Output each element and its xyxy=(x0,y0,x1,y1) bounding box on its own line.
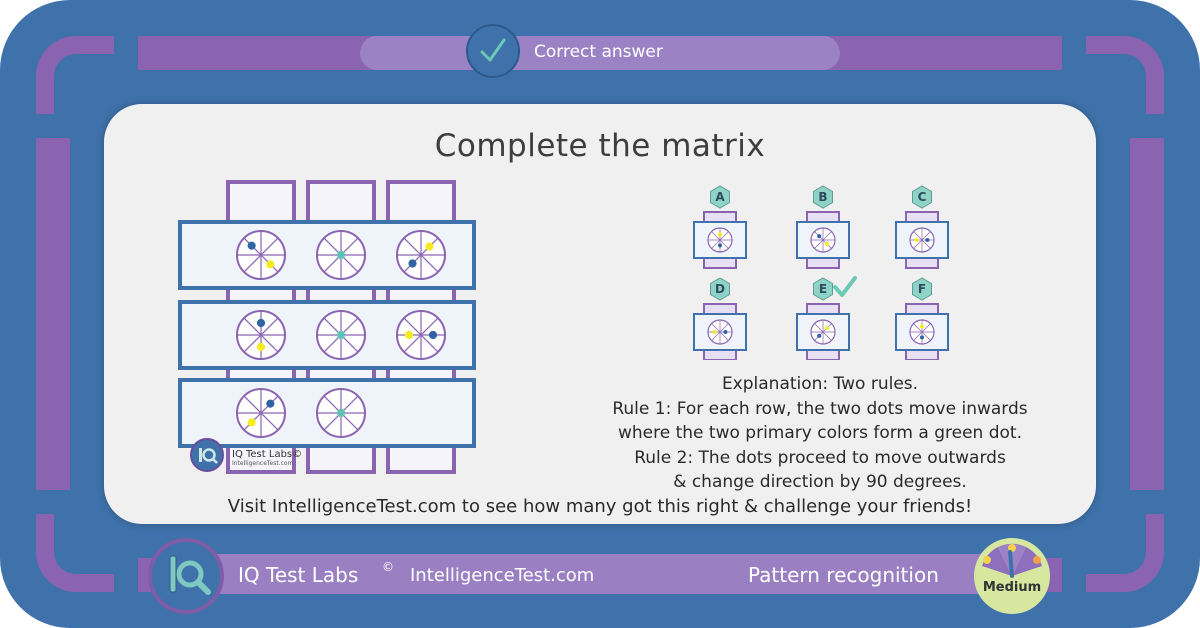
wheel-dot xyxy=(336,408,346,418)
corner-bottom-left xyxy=(36,514,114,592)
wheel-figure xyxy=(316,230,366,280)
watermark-brand: IQ Test Labs© xyxy=(232,449,303,460)
wheel-dot xyxy=(428,330,438,340)
difficulty-gauge xyxy=(974,538,1050,614)
option-f-label[interactable]: F xyxy=(917,282,927,296)
wheel-figure xyxy=(707,319,733,345)
wheel-dot xyxy=(925,237,930,243)
explanation-line: Rule 1: For each row, the two dots move … xyxy=(612,398,1028,419)
wheel-dot xyxy=(247,241,256,250)
wheel-figure xyxy=(810,319,836,345)
option-badge-icon xyxy=(813,185,833,209)
wheel-figure xyxy=(316,310,366,360)
wheel-dot xyxy=(336,330,346,340)
right-band xyxy=(1130,138,1164,490)
explanation-line: where the two primary colors form a gree… xyxy=(618,423,1022,443)
option-card[interactable] xyxy=(796,185,850,269)
wheel-dot xyxy=(723,329,728,335)
status-label: Correct answer xyxy=(534,42,663,62)
wheel-dot xyxy=(247,418,256,427)
option-card[interactable] xyxy=(796,277,850,360)
option-card[interactable] xyxy=(895,185,949,269)
option-badge-icon xyxy=(710,277,730,301)
wheel-dot xyxy=(266,260,275,269)
watermark-site: IntelligenceTest.com xyxy=(232,460,294,467)
difficulty-label: Medium xyxy=(982,580,1042,595)
wheel-figure xyxy=(810,227,836,253)
corner-top-left xyxy=(36,36,114,114)
iq-logo-icon xyxy=(190,438,224,472)
wheel-figure xyxy=(707,227,733,253)
wheel-dot xyxy=(824,326,829,331)
option-badge-icon xyxy=(813,277,833,301)
wheel-dot xyxy=(919,324,925,329)
wheel-dot xyxy=(717,243,723,248)
wheel-figure xyxy=(909,319,935,345)
corner-top-right xyxy=(1086,36,1164,114)
wheel-dot xyxy=(425,242,434,251)
option-badge-icon xyxy=(912,185,932,209)
left-band xyxy=(36,138,70,490)
wheel-dot xyxy=(717,232,723,237)
wheel-spoke xyxy=(814,323,832,341)
wheel-dot xyxy=(336,250,346,260)
option-a-label[interactable]: A xyxy=(715,190,725,204)
wheel-spoke xyxy=(711,323,729,341)
wheel-spoke xyxy=(913,323,931,341)
option-c-label[interactable]: C xyxy=(917,190,927,204)
wheel-dot xyxy=(404,330,414,340)
wheel-dot xyxy=(817,333,822,338)
iq-logo-icon xyxy=(148,538,224,614)
explanation-line: Rule 2: The dots proceed to move outward… xyxy=(634,447,1006,468)
wheel-dot xyxy=(817,234,822,239)
status-bar xyxy=(360,36,840,70)
wheel-figure xyxy=(236,310,286,360)
wheel-figure xyxy=(316,388,366,438)
wheel-dot xyxy=(256,318,266,328)
footer-copyright: © xyxy=(382,560,394,574)
wheel-dot xyxy=(256,342,266,352)
wheel-dot xyxy=(266,399,275,408)
explanation: Explanation: Two rules. Rule 1: For each… xyxy=(570,372,1070,495)
wheel-figure xyxy=(909,227,935,253)
wheel-figure xyxy=(396,230,446,280)
footer-site[interactable]: IntelligenceTest.com xyxy=(410,565,595,586)
footer-category: Pattern recognition xyxy=(748,563,939,587)
puzzle-matrix xyxy=(178,180,476,474)
wheel-figure xyxy=(396,310,446,360)
puzzle-title: Complete the matrix xyxy=(434,128,766,164)
wheel-dot xyxy=(919,335,925,340)
explanation-line: Explanation: Two rules. xyxy=(721,374,919,394)
option-badge-icon xyxy=(710,185,730,209)
option-e-label[interactable]: E xyxy=(818,282,828,296)
wheel-spoke xyxy=(243,237,279,273)
wheel-dot xyxy=(824,241,829,246)
footer-bar xyxy=(190,554,1030,594)
option-b-label[interactable]: B xyxy=(818,190,828,204)
explanation-line: & change direction by 90 degrees. xyxy=(673,472,967,492)
option-badge-icon xyxy=(912,277,932,301)
answer-options xyxy=(693,185,949,360)
wheel-figure xyxy=(236,230,286,280)
wheel-spoke xyxy=(814,231,832,249)
wheel-figure xyxy=(236,388,286,438)
footer-brand: IQ Test Labs xyxy=(238,563,359,587)
option-d-label[interactable]: D xyxy=(715,282,725,296)
checkmark-icon xyxy=(466,24,520,78)
wheel-spoke xyxy=(403,317,439,353)
option-card[interactable] xyxy=(693,277,747,360)
wheel-dot xyxy=(914,237,919,243)
matrix-row xyxy=(178,378,476,448)
correct-checkmark-icon xyxy=(833,276,857,297)
option-card[interactable] xyxy=(895,277,949,360)
wheel-spoke xyxy=(243,317,279,353)
cta-text: Visit IntelligenceTest.com to see how ma… xyxy=(227,496,973,517)
wheel-spoke xyxy=(913,231,931,249)
wheel-dot xyxy=(408,259,417,268)
wheel-dot xyxy=(712,329,717,335)
wheel-spoke xyxy=(711,231,729,249)
option-card[interactable] xyxy=(693,185,747,269)
